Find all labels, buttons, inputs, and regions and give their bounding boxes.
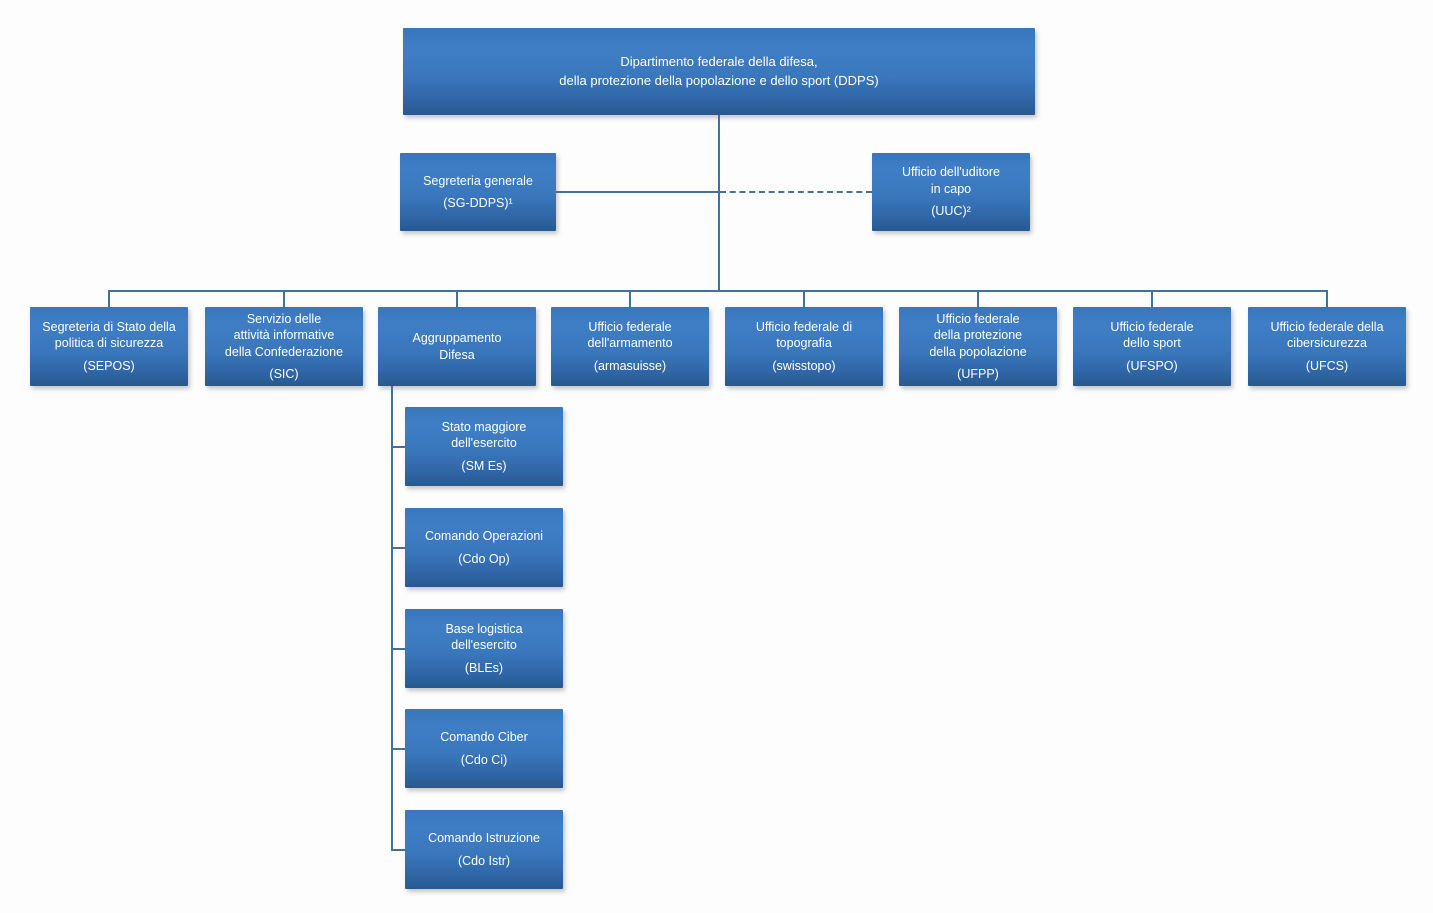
box-uuc-abbr: (UUC)²	[931, 204, 971, 219]
box-ufspo-label: Ufficio federale dello sport	[1110, 319, 1194, 351]
box-sic-abbr: (SIC)	[269, 367, 299, 381]
box-ufcs-abbr: (UFCS)	[1305, 358, 1349, 373]
box-ufpp-abbr: (UFPP)	[957, 367, 999, 381]
box-ddps-root: Dipartimento federale della difesa, dell…	[403, 28, 1035, 115]
box-aggruppamento-difesa: Aggruppamento Difesa	[378, 307, 536, 386]
box-ufspo-abbr: (UFSPO)	[1126, 358, 1178, 373]
connector-stub-cdo-op	[391, 547, 405, 549]
box-bles: Base logistica dell'esercito (BLEs)	[405, 609, 563, 688]
box-sg-ddps-label: Segreteria generale	[423, 173, 533, 188]
box-ufcs-label: Ufficio federale della cibersicurezza	[1270, 319, 1384, 351]
box-cdo-op-label: Comando Operazioni	[424, 529, 544, 543]
connector-level3-bus	[108, 290, 1328, 292]
box-bles-label: Base logistica dell'esercito	[445, 621, 523, 653]
connector-uuc-dashed	[720, 191, 872, 193]
connector-stub-sepos	[108, 290, 110, 307]
box-armasuisse-abbr: (armasuisse)	[593, 358, 667, 373]
box-swisstopo-label: Ufficio federale di topografia	[755, 319, 853, 351]
box-sic-label: Servizio delle attività informative dell…	[224, 311, 344, 359]
connector-stub-aggruppamento	[456, 290, 458, 307]
connector-stub-sm-es	[391, 446, 405, 448]
box-cdo-istr: Comando Istruzione (Cdo Istr)	[405, 810, 563, 889]
connector-stub-ufpp	[977, 290, 979, 307]
box-ufcs: Ufficio federale della cibersicurezza (U…	[1248, 307, 1406, 386]
box-sm-es: Stato maggiore dell'esercito (SM Es)	[405, 407, 563, 486]
box-uuc-label: Ufficio dell'uditore in capo	[901, 165, 1001, 196]
box-sepos-label: Segreteria di Stato della politica di si…	[42, 319, 176, 351]
connector-stub-ufspo	[1151, 290, 1153, 307]
box-ufspo: Ufficio federale dello sport (UFSPO)	[1073, 307, 1231, 386]
box-cdo-ci-abbr: (Cdo Ci)	[460, 752, 508, 767]
box-sic: Servizio delle attività informative dell…	[205, 307, 363, 386]
box-bles-abbr: (BLEs)	[464, 660, 504, 675]
box-cdo-ci-label: Comando Ciber	[440, 730, 528, 744]
connector-sg-horizontal	[556, 191, 718, 193]
box-ufpp-label: Ufficio federale della protezione della …	[929, 311, 1027, 359]
box-uuc: Ufficio dell'uditore in capo (UUC)²	[872, 153, 1030, 231]
box-sg-ddps-abbr: (SG-DDPS)¹	[443, 196, 513, 210]
box-swisstopo: Ufficio federale di topografia (swisstop…	[725, 307, 883, 386]
box-sg-ddps: Segreteria generale (SG-DDPS)¹	[400, 153, 556, 231]
box-aggruppamento-difesa-label: Aggruppamento Difesa	[412, 331, 502, 362]
box-sm-es-abbr: (SM Es)	[461, 458, 507, 473]
box-cdo-istr-label: Comando Istruzione	[428, 831, 540, 845]
box-cdo-op: Comando Operazioni (Cdo Op)	[405, 508, 563, 587]
box-ufpp: Ufficio federale della protezione della …	[899, 307, 1057, 386]
box-cdo-istr-abbr: (Cdo Istr)	[457, 853, 511, 868]
connector-stub-sic	[283, 290, 285, 307]
box-sm-es-label: Stato maggiore dell'esercito	[441, 419, 527, 451]
connector-stub-bles	[391, 648, 405, 650]
connector-stub-cdo-istr	[391, 849, 405, 851]
connector-stub-ufcs	[1326, 290, 1328, 307]
box-armasuisse-label: Ufficio federale dell'armamento	[587, 319, 673, 351]
box-cdo-ci: Comando Ciber (Cdo Ci)	[405, 709, 563, 788]
connector-difesa-trunk	[391, 386, 393, 850]
box-swisstopo-abbr: (swisstopo)	[772, 358, 836, 373]
box-armasuisse: Ufficio federale dell'armamento (armasui…	[551, 307, 709, 386]
connector-stub-cdo-ci	[391, 748, 405, 750]
box-sepos: Segreteria di Stato della politica di si…	[30, 307, 188, 386]
box-cdo-op-abbr: (Cdo Op)	[458, 551, 510, 566]
connector-root-vertical	[718, 115, 720, 290]
box-ddps-root-label: Dipartimento federale della difesa, dell…	[559, 53, 879, 88]
connector-stub-swisstopo	[803, 290, 805, 307]
connector-stub-armasuisse	[629, 290, 631, 307]
box-sepos-abbr: (SEPOS)	[83, 358, 135, 373]
